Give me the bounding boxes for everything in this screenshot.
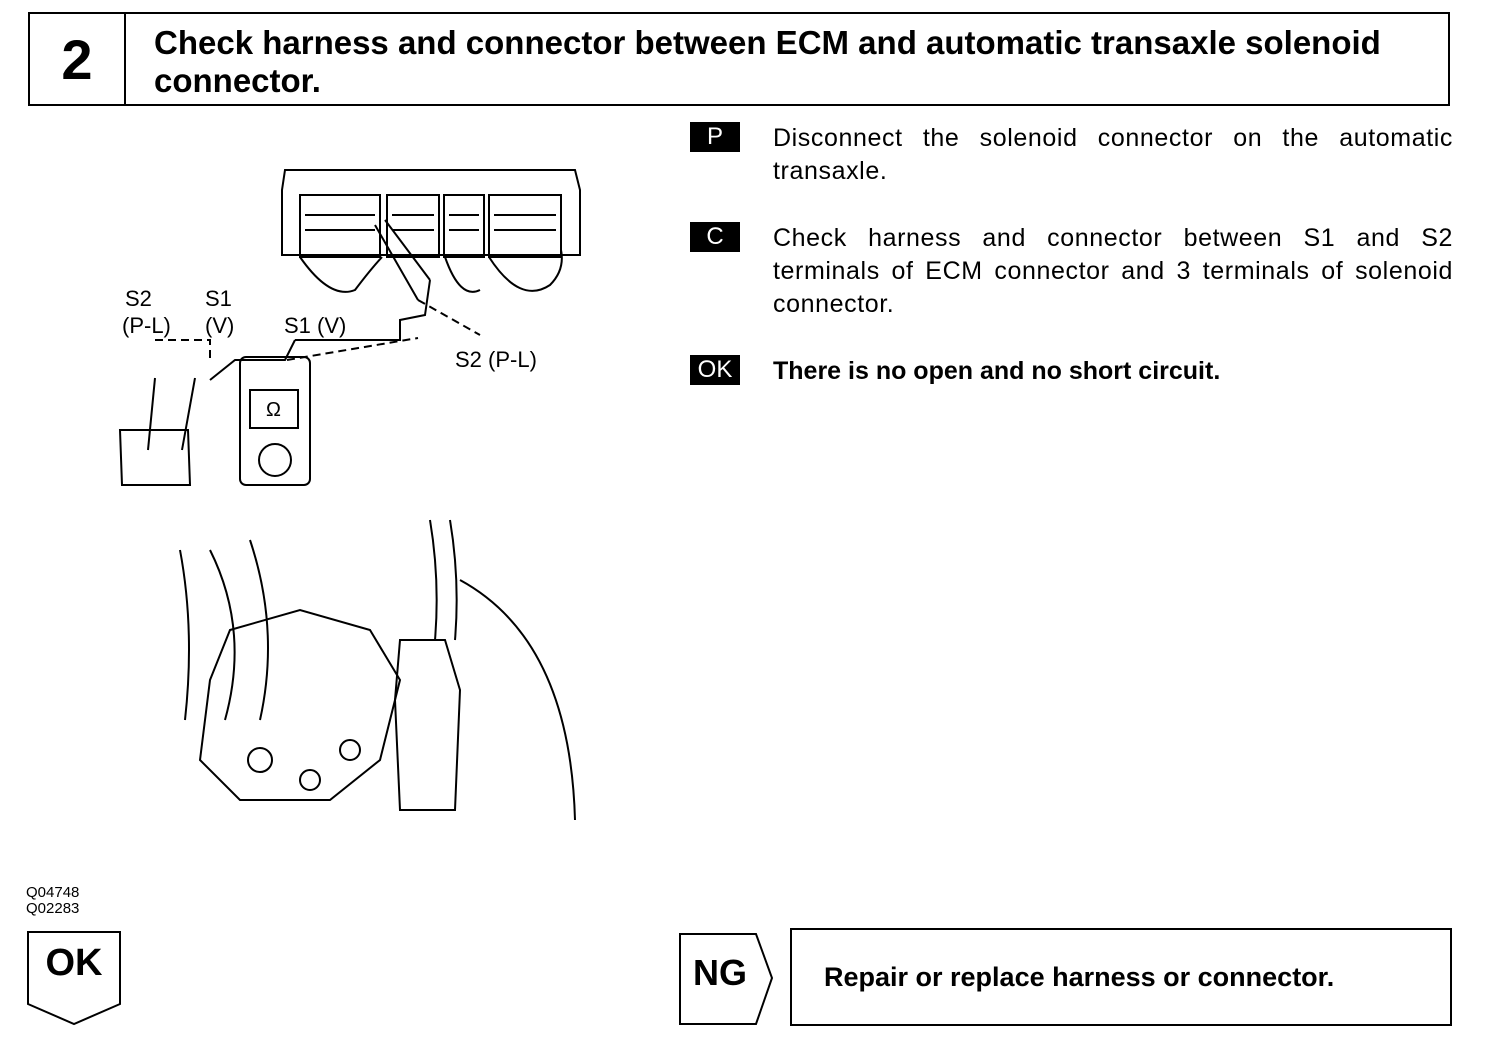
ecm-unit xyxy=(281,169,581,256)
badge-prepare: P xyxy=(690,122,740,152)
step-title: Check harness and connector between ECM … xyxy=(154,24,1381,99)
ng-arrow-shape xyxy=(679,933,774,1025)
ok-label: OK xyxy=(45,942,103,984)
wiring-illustration xyxy=(118,169,581,821)
badge-check: C xyxy=(690,222,740,252)
ok-arrow-shape xyxy=(27,931,121,1026)
label-s1-left: S1 xyxy=(205,286,232,311)
solenoid-connector xyxy=(118,429,192,486)
ng-action-text: Repair or replace harness or connector. xyxy=(824,962,1335,992)
ohmmeter xyxy=(239,356,311,486)
label-pl-left: (P-L) xyxy=(122,313,171,338)
ng-label: NG xyxy=(693,952,747,993)
label-s2-pl: S2 (P-L) xyxy=(455,347,537,372)
figure-codes: Q04748 Q02283 xyxy=(26,885,79,917)
label-v-left: (V) xyxy=(205,313,235,338)
figure-code: Q02283 xyxy=(26,900,80,917)
label-s1-v: S1 (V) xyxy=(284,313,347,338)
badge-ok: OK xyxy=(690,355,740,385)
step-number: 2 xyxy=(30,14,126,104)
ng-action-box: Repair or replace harness or connector. xyxy=(790,928,1452,1026)
ohm-symbol: Ω xyxy=(266,399,281,421)
figure-code: Q04748 xyxy=(26,884,80,901)
label-s2-left: S2 xyxy=(125,286,152,311)
step-header: 2 Check harness and connector between EC… xyxy=(28,12,1450,106)
instruction-text: There is no open and no short circuit. xyxy=(773,357,1221,385)
instruction-text: Disconnect the solenoid connector on the… xyxy=(773,124,1453,185)
instruction-text: Check harness and connector between S1 a… xyxy=(773,224,1453,318)
